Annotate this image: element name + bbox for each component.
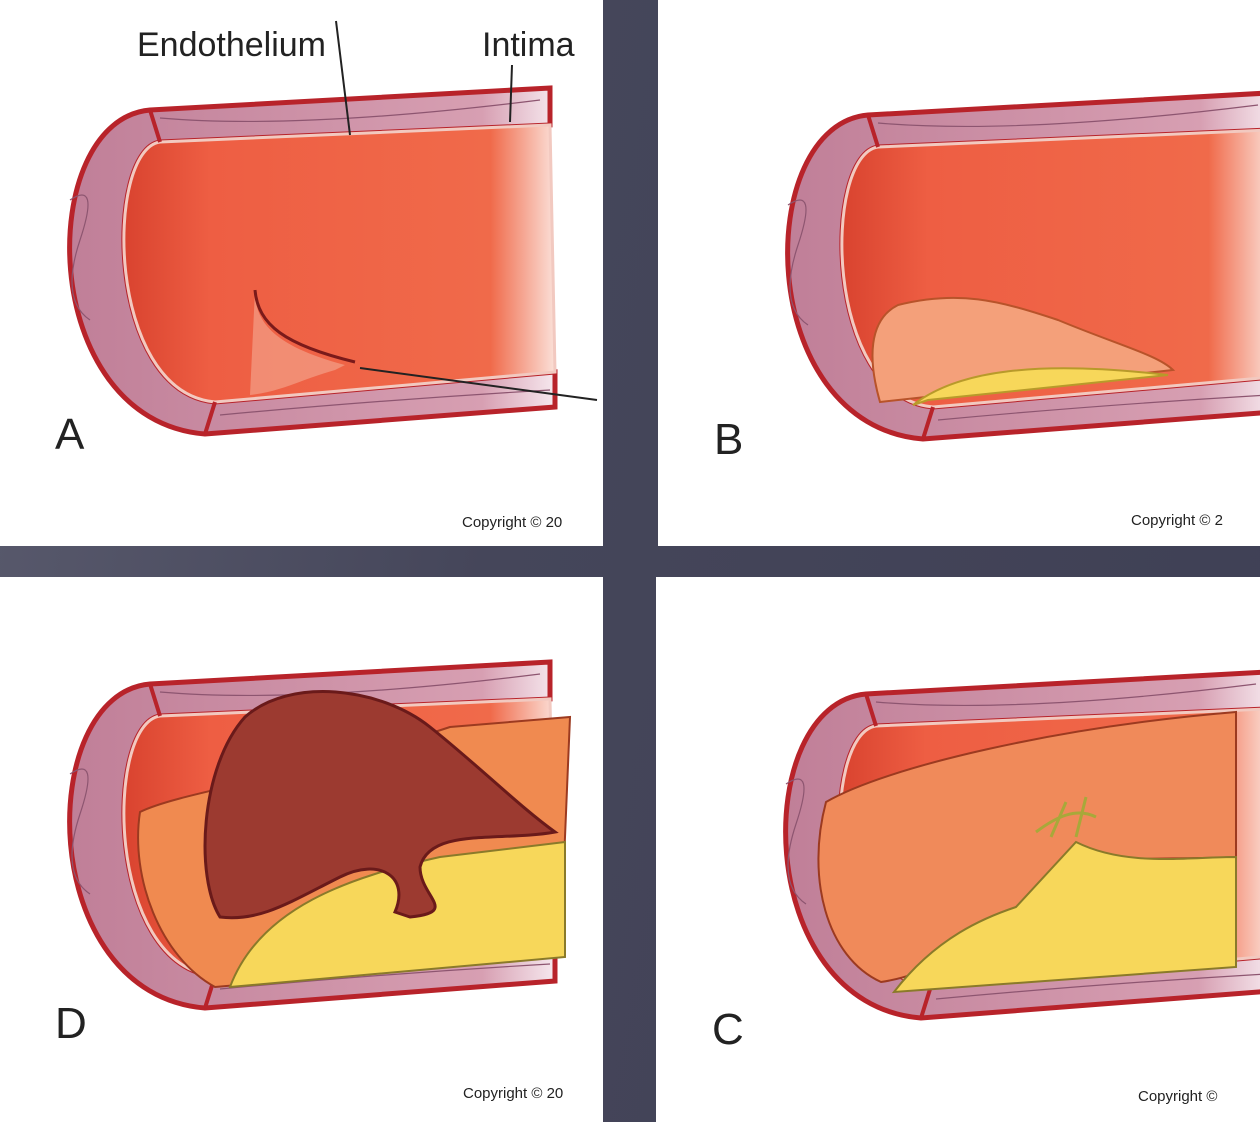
vessel-illustration-d (0, 577, 572, 1122)
vessel-illustration-b (658, 0, 1260, 546)
vessel-illustration-c (656, 577, 1260, 1122)
panel-letter-c: C (712, 1005, 744, 1054)
plaque-rupture (1035, 796, 1097, 838)
label-intima: Intima (482, 26, 575, 64)
panel-letter-a: A (55, 410, 85, 459)
label-leader-lines (335, 20, 598, 401)
lipid-core (891, 840, 1237, 994)
panel-letter-b: B (714, 415, 744, 464)
copyright-c: Copyright © (1138, 1088, 1218, 1105)
panel-b: B Copyright © 2 (658, 0, 1260, 546)
copyright-b: Copyright © 2 (1131, 512, 1223, 529)
panel-a: Endothelium Intima A Copyright © 20 (0, 0, 603, 546)
thrombus (203, 690, 559, 920)
copyright-a: Copyright © 20 (462, 514, 563, 531)
lipid-core (228, 840, 566, 989)
endothelial-flap (250, 290, 345, 395)
label-endothelium: Endothelium (137, 26, 327, 64)
copyright-d: Copyright © 20 (463, 1085, 564, 1102)
lipid-core (912, 367, 1169, 406)
panel-c: C Copyright © (656, 577, 1260, 1122)
panel-letter-d: D (55, 999, 87, 1048)
panel-d: D Copyright © 20 (0, 577, 603, 1122)
vessel-illustration-a (0, 20, 598, 546)
